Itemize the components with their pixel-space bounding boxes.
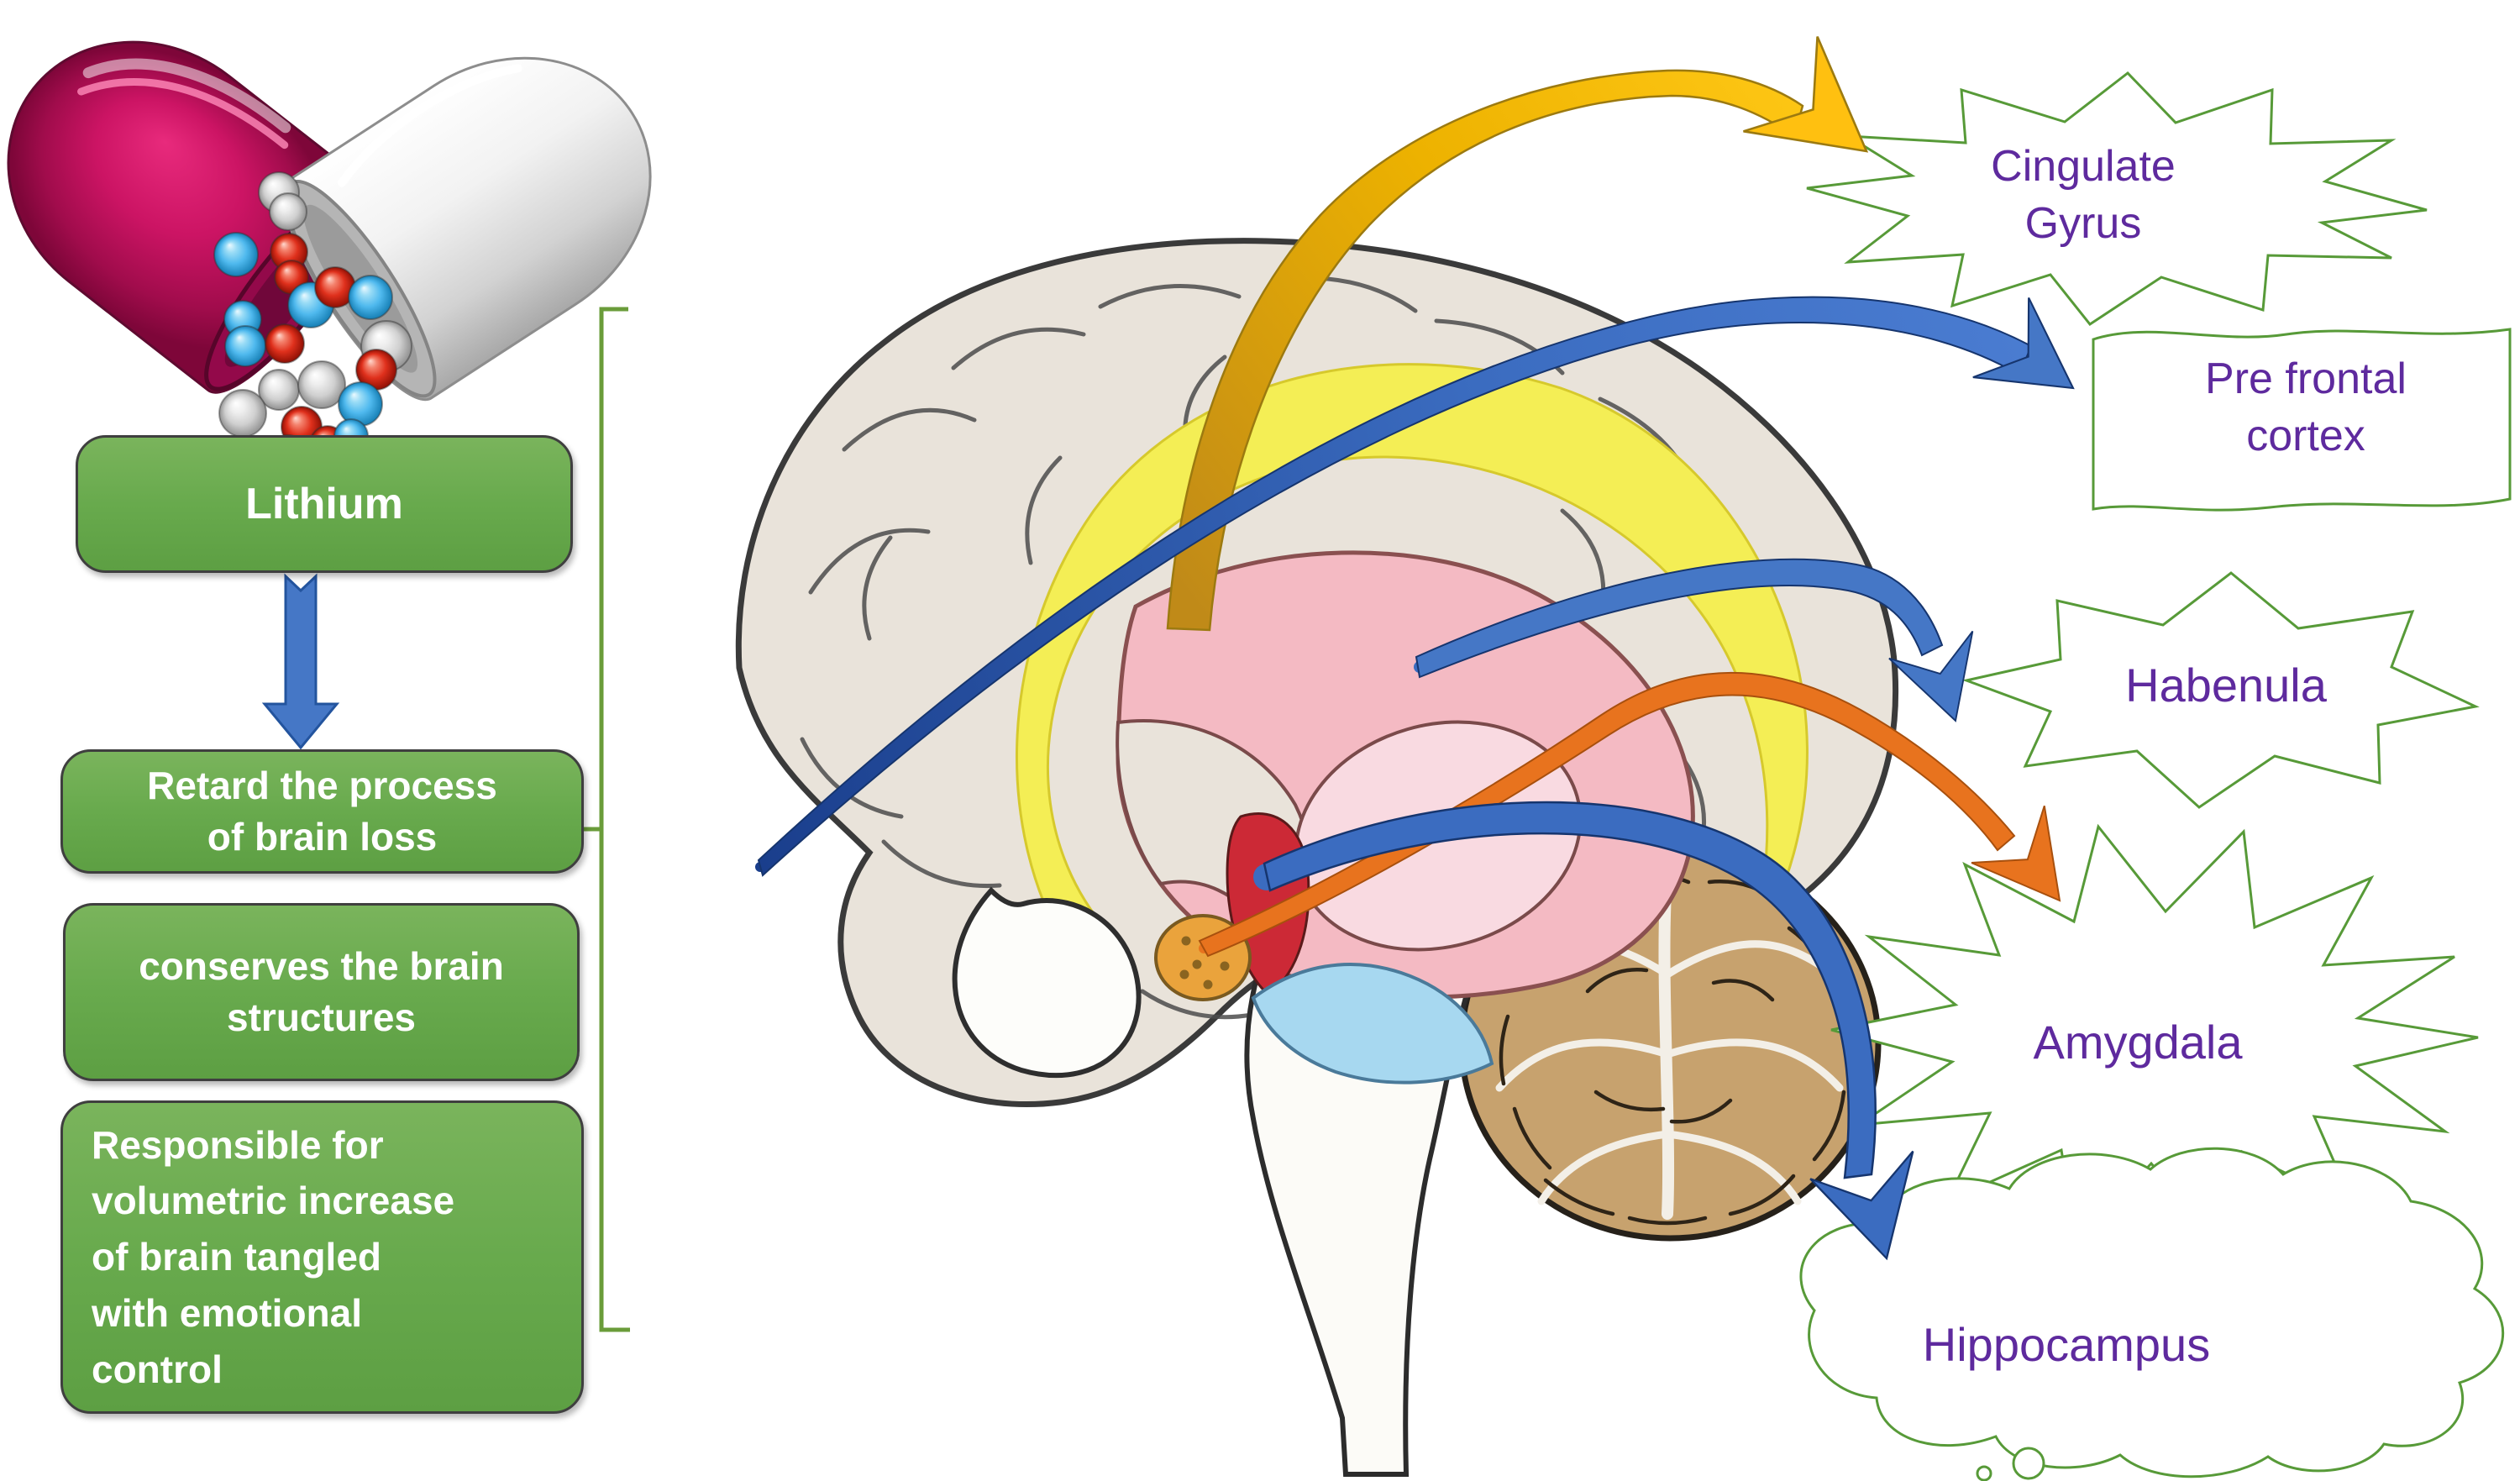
temporal-notch bbox=[952, 886, 1142, 1079]
cloud-tail-puff-small bbox=[1976, 1465, 1992, 1481]
cingulate-gyrus-callout bbox=[1806, 71, 2428, 327]
capsule-illustration bbox=[7, 40, 652, 481]
callout-shapes bbox=[1799, 71, 2512, 1481]
cloud-tail-puff bbox=[2012, 1447, 2045, 1480]
amygdala-label: Amygdala bbox=[2033, 1016, 2243, 1069]
cingulate-gyrus-label: Cingulate Gyrus bbox=[1991, 142, 2176, 248]
pons-blue-structure bbox=[1251, 963, 1494, 1084]
hippocampus-label: Hippocampus bbox=[1922, 1318, 2211, 1371]
arrow-to-cingulate-gyrus bbox=[1166, 35, 1905, 632]
pre-frontal-cortex-label: Pre frontal cortex bbox=[2205, 354, 2407, 460]
grouping-bracket bbox=[583, 307, 630, 1332]
arrow-to-pre-frontal-cortex bbox=[755, 296, 2103, 877]
arrow-to-hippocampus bbox=[1253, 801, 1940, 1274]
effect-box-volumetric-increase: Responsible for volumetric increase of b… bbox=[60, 1100, 584, 1414]
flow-down-arrow bbox=[261, 573, 340, 750]
effect-box-retard-brain-loss: Retard the process of brain loss bbox=[60, 749, 584, 874]
hippocampus-callout bbox=[1799, 1147, 2505, 1478]
habenula-label: Habenula bbox=[2125, 659, 2327, 712]
brain-illustration bbox=[735, 238, 1899, 1477]
arrow-to-amygdala bbox=[1198, 671, 2097, 958]
cerebellum-folia-lines bbox=[1499, 872, 1860, 1226]
habenula-callout bbox=[1961, 571, 2480, 809]
arrow-to-habenula bbox=[1414, 558, 1998, 736]
silver-capsule-half bbox=[282, 56, 652, 402]
effect-box-conserves-structures: conserves the brain structures bbox=[63, 903, 580, 1081]
pre-frontal-cortex-callout bbox=[2092, 328, 2512, 512]
lithium-box: Lithium bbox=[76, 435, 573, 573]
